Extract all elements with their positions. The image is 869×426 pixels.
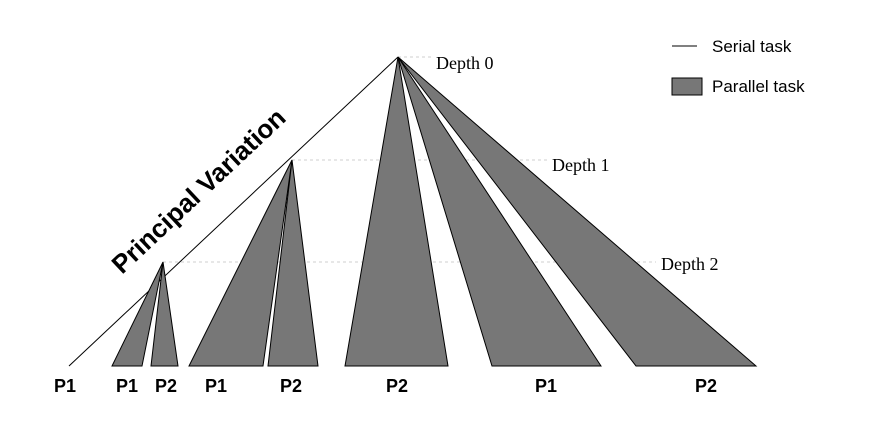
depth-1-label: Depth 1 [552, 155, 610, 175]
leaf-label: P2 [280, 376, 302, 396]
parallel-task-depth1-p1 [188, 159, 293, 367]
legend-parallel-swatch [671, 77, 703, 96]
depth-2-label: Depth 2 [661, 254, 719, 274]
depth-0-label: Depth 0 [436, 53, 494, 73]
legend: Serial task Parallel task [671, 37, 805, 96]
leaf-label: P1 [54, 376, 76, 396]
parallel-task-depth1-p2 [267, 159, 319, 367]
leaf-label: P2 [695, 376, 717, 396]
leaf-label: P1 [116, 376, 138, 396]
parallel-task-depth0-p2-a [344, 56, 449, 367]
legend-parallel-label: Parallel task [712, 77, 805, 96]
parallel-task-depth0-p2-b [397, 56, 758, 367]
leaf-label: P2 [155, 376, 177, 396]
legend-serial-label: Serial task [712, 37, 792, 56]
leaf-label: P1 [205, 376, 227, 396]
parallel-task-depth2-p1 [111, 261, 164, 367]
parallel-task-depth0-p1 [397, 56, 602, 367]
principal-variation-line [68, 56, 399, 367]
leaf-label: P1 [535, 376, 557, 396]
leaf-label: P2 [386, 376, 408, 396]
parallel-task-depth2-p2 [150, 261, 179, 367]
